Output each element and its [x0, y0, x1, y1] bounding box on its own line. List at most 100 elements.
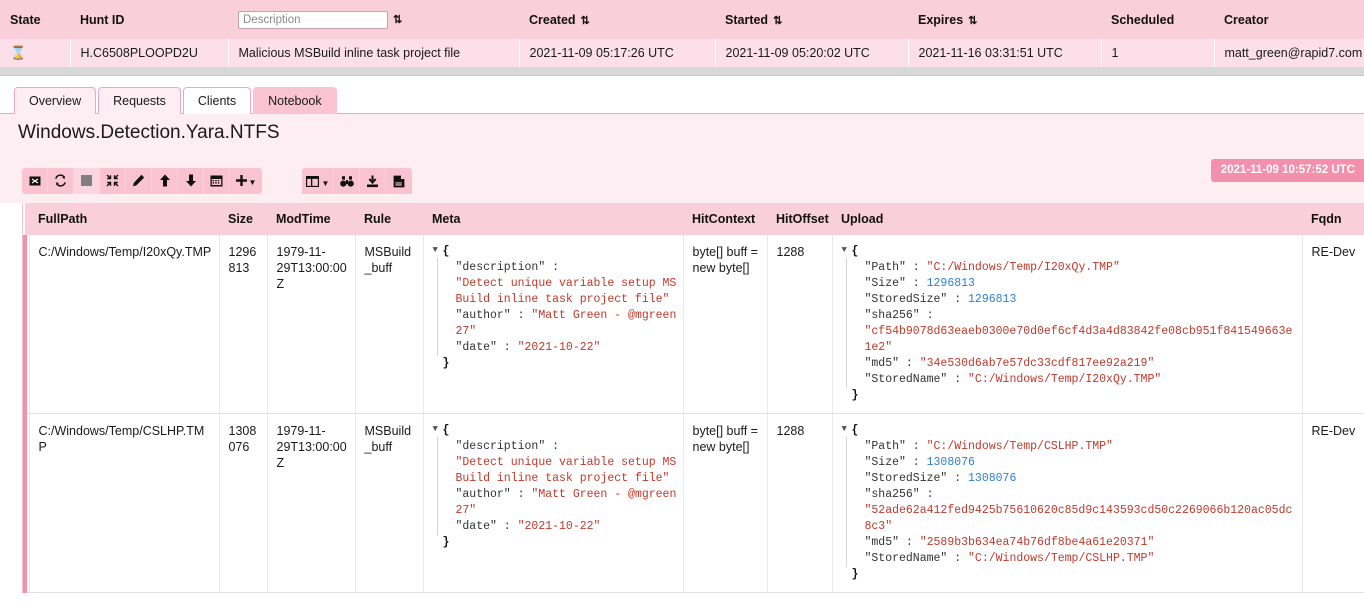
results-table-container[interactable]: FullPath Size ModTime Rule Meta HitConte…: [22, 203, 1364, 593]
hunt-col-started[interactable]: Started ⇅: [715, 0, 908, 39]
json-value-storedname: "C:/Windows/Temp/I20xQy.TMP": [968, 373, 1162, 386]
hunt-table-row[interactable]: ⌛ H.C6508PLOOPD2U Malicious MSBuild inli…: [0, 39, 1364, 67]
sort-icon[interactable]: ⇅: [968, 14, 977, 27]
results-table: FullPath Size ModTime Rule Meta HitConte…: [23, 203, 1364, 593]
hunt-col-state[interactable]: State: [0, 0, 70, 39]
columns-dropdown-icon[interactable]: ▼: [302, 168, 335, 194]
tab-notebook[interactable]: Notebook: [253, 87, 337, 114]
hunt-col-started-label: Started: [725, 12, 769, 27]
hunt-state-cell: ⌛: [0, 39, 70, 67]
upload-json-viewer: ▼ { "Path" : "C:/Windows/Temp/CSLHP.TMP"…: [842, 423, 1296, 583]
json-key-description: "description" :: [455, 440, 560, 453]
json-value-date: "2021-10-22": [517, 341, 601, 354]
collapse-triangle-icon[interactable]: ▼: [432, 245, 438, 255]
cell-hitoffset: 1288: [766, 235, 832, 414]
json-key-date: "date" :: [455, 520, 511, 533]
cell-hitcontext: byte[] buff = new byte[]: [682, 235, 767, 414]
download-icon[interactable]: [360, 168, 387, 194]
results-col-meta[interactable]: Meta: [423, 203, 683, 235]
sort-icon[interactable]: ⇅: [773, 14, 782, 27]
hitoffset-value: 1288: [776, 245, 805, 259]
table-row[interactable]: C:/Windows/Temp/I20xQy.TMP 1296813 1979-…: [23, 235, 1364, 414]
cell-hitcontext: byte[] buff = new byte[]: [682, 413, 767, 593]
json-value-storedname: "C:/Windows/Temp/CSLHP.TMP": [968, 552, 1155, 565]
stop-square-icon[interactable]: [74, 167, 100, 194]
results-col-hitoffset[interactable]: HitOffset: [767, 203, 832, 235]
cancel-x-box-icon[interactable]: [22, 167, 48, 194]
refresh-icon[interactable]: [48, 167, 74, 194]
json-close-brace: }: [442, 536, 450, 549]
sort-icon[interactable]: ⇅: [393, 14, 402, 26]
hitcontext-value: byte[] buff = new byte[]: [692, 245, 758, 275]
hunt-col-huntid[interactable]: Hunt ID: [70, 0, 228, 39]
plus-dropdown-icon[interactable]: ▼: [230, 167, 262, 194]
json-open-brace: {: [442, 245, 450, 258]
calendar-icon[interactable]: [204, 167, 230, 194]
collapse-triangle-icon[interactable]: ▼: [841, 424, 847, 434]
status-timestamp-badge: 2021-11-09 10:57:52 UTC: [1210, 159, 1364, 182]
table-row[interactable]: C:/Windows/Temp/CSLHP.TMP 1308076 1979-1…: [23, 413, 1364, 593]
file-export-icon[interactable]: [386, 168, 413, 194]
json-close-brace: }: [851, 389, 859, 402]
results-col-hitcontext[interactable]: HitContext: [683, 203, 767, 235]
json-value-storedsize: 1296813: [968, 293, 1017, 306]
chevron-down-icon: ▼: [321, 178, 330, 188]
json-key-storedsize: "StoredSize" :: [864, 472, 962, 485]
json-open-brace: {: [442, 424, 450, 437]
size-value: 1308076: [228, 424, 257, 454]
tab-requests[interactable]: Requests: [98, 87, 181, 114]
cell-size: 1308076: [218, 413, 267, 593]
collapse-triangle-icon[interactable]: ▼: [841, 245, 847, 255]
fqdn-value: RE-Dev: [1311, 424, 1356, 438]
hunt-col-scheduled[interactable]: Scheduled: [1101, 0, 1214, 39]
collapse-arrows-icon[interactable]: [100, 167, 126, 194]
binoculars-search-icon[interactable]: [334, 168, 361, 194]
cell-modtime: 1979-11-29T13:00:00Z: [266, 413, 355, 593]
meta-json-viewer: ▼ { "description" : "Detect unique varia…: [433, 244, 677, 372]
fullpath-value: C:/Windows/Temp/I20xQy.TMP: [38, 245, 212, 259]
json-key-sha256: "sha256" :: [864, 309, 934, 322]
hunt-id-cell: H.C6508PLOOPD2U: [69, 39, 228, 67]
collapse-triangle-icon[interactable]: ▼: [432, 424, 438, 434]
hunt-summary-table: State Hunt ID Description ⇅ Created⇅ Sta…: [0, 0, 1364, 67]
json-guide-line: [845, 258, 847, 388]
size-value: 1296813: [228, 245, 257, 275]
results-col-size[interactable]: Size: [219, 203, 267, 235]
results-col-fullpath[interactable]: FullPath: [29, 203, 219, 235]
json-key-path: "Path" :: [864, 261, 920, 274]
hunt-col-expires-label: Expires: [918, 12, 964, 27]
tab-clients[interactable]: Clients: [182, 87, 252, 114]
json-key-path: "Path" :: [864, 440, 920, 453]
cell-rule: MSBuild_buff: [354, 413, 423, 593]
description-filter-input[interactable]: Description: [238, 10, 388, 29]
hunt-col-huntid-label: Hunt ID: [80, 12, 125, 27]
json-value-sha256: "cf54b9078d63eaeb0300e70d0ef6cf4d3a4d838…: [864, 325, 1293, 354]
hunt-col-creator-label: Creator: [1224, 12, 1269, 27]
arrow-down-icon[interactable]: [178, 167, 204, 194]
hunt-col-created[interactable]: Created⇅: [519, 0, 715, 39]
json-key-md5: "md5" :: [864, 536, 913, 549]
results-col-modtime[interactable]: ModTime: [267, 203, 355, 235]
hunt-col-expires[interactable]: Expires ⇅: [908, 0, 1101, 39]
hitoffset-value: 1288: [776, 424, 805, 438]
json-key-description: "description" :: [455, 261, 560, 274]
hunt-creator-cell: matt_green@rapid7.com: [1213, 39, 1364, 67]
meta-json-viewer: ▼ { "description" : "Detect unique varia…: [433, 423, 677, 551]
hunt-col-state-label: State: [10, 12, 41, 27]
results-col-upload[interactable]: Upload: [832, 203, 1302, 235]
json-close-brace: }: [851, 568, 859, 581]
sort-icon[interactable]: ⇅: [580, 14, 590, 27]
results-col-rule[interactable]: Rule: [355, 203, 423, 235]
json-value-path: "C:/Windows/Temp/I20xQy.TMP": [926, 261, 1120, 274]
results-col-fqdn[interactable]: Fqdn: [1302, 203, 1364, 235]
hunt-col-description[interactable]: Description ⇅: [228, 0, 519, 39]
pencil-edit-icon[interactable]: [126, 167, 152, 194]
resize-divider[interactable]: [0, 67, 1364, 76]
hunt-col-creator[interactable]: Creator: [1214, 0, 1364, 39]
arrow-up-icon[interactable]: [152, 167, 178, 194]
primary-toolbar: ▼: [22, 167, 262, 194]
tab-overview[interactable]: Overview: [14, 87, 97, 114]
json-open-brace: {: [851, 245, 859, 258]
cell-meta: ▼ { "description" : "Detect unique varia…: [422, 235, 683, 414]
